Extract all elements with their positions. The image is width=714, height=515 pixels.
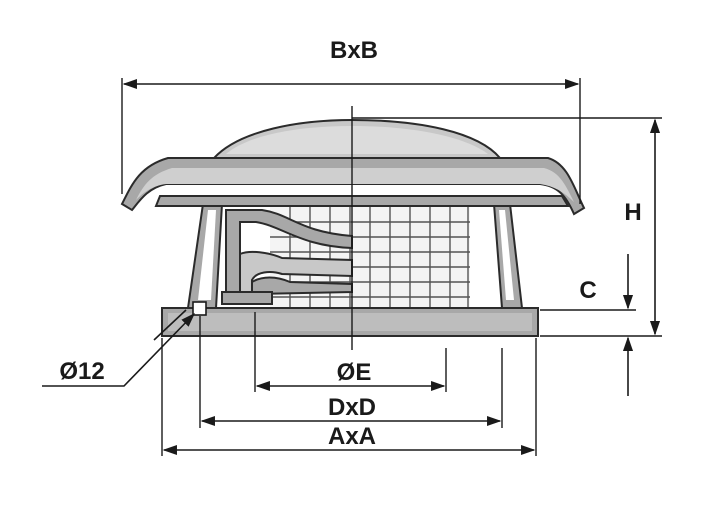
fan-body — [120, 118, 586, 337]
label-h: H — [624, 199, 641, 226]
label-c: C — [579, 277, 596, 304]
base-plate-inner — [168, 313, 532, 331]
dimension-lines — [42, 78, 662, 456]
label-e: ØE — [337, 359, 372, 386]
label-a: AxA — [328, 423, 376, 450]
leader-hole — [42, 312, 196, 387]
label-bxb: BxB — [330, 37, 378, 64]
hood — [120, 118, 586, 216]
mounting-hole — [192, 301, 207, 316]
label-d: DxD — [328, 394, 376, 421]
dimension-labels: BxB H C Ø12 ØE DxD AxA — [59, 37, 641, 450]
label-hole: Ø12 — [59, 358, 104, 385]
